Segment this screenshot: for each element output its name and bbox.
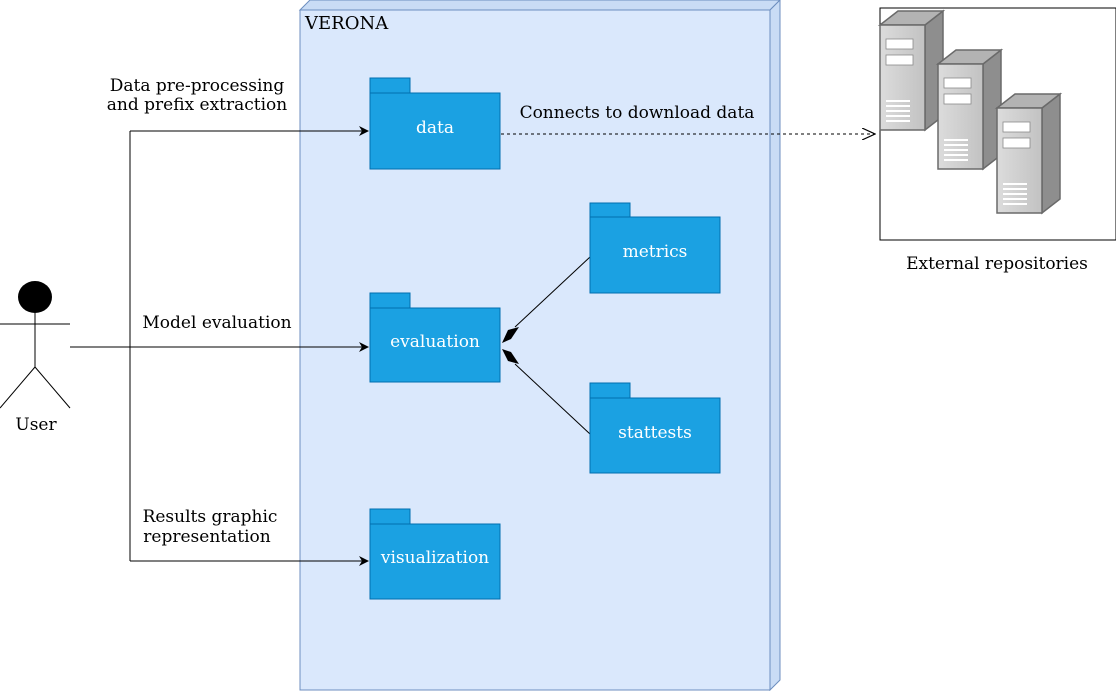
user-connectors	[70, 126, 369, 566]
model-evaluation-label: Model evaluation	[142, 313, 291, 333]
package-metrics-label: metrics	[623, 242, 688, 262]
external-repositories-node: External repositories	[877, 7, 1116, 274]
user-actor: User	[0, 281, 71, 435]
package-evaluation-label: evaluation	[390, 332, 480, 352]
preprocessing-label-line2: and prefix extraction	[107, 95, 288, 115]
composition-connectors	[502, 256, 591, 435]
server-tower-icon	[935, 48, 1004, 171]
composition-diamond-bottom	[502, 349, 519, 364]
preprocessing-label-line1: Data pre-processing	[110, 76, 285, 96]
external-repositories-label: External repositories	[906, 254, 1088, 274]
package-stattests-label: stattests	[618, 423, 692, 443]
results-label-line2: representation	[143, 527, 270, 547]
package-metrics[interactable]: metrics	[589, 202, 721, 294]
server-tower-icon	[994, 92, 1063, 215]
package-evaluation[interactable]: evaluation	[369, 292, 501, 383]
package-visualization[interactable]: visualization	[369, 508, 501, 600]
server-stack-icon	[877, 9, 1063, 215]
user-label: User	[15, 415, 57, 435]
download-label: Connects to download data	[520, 103, 755, 123]
server-tower-icon	[877, 9, 946, 132]
package-stattests[interactable]: stattests	[589, 382, 721, 474]
package-data-label: data	[416, 118, 454, 138]
stattests-composition-line	[514, 363, 591, 435]
metrics-composition-line	[514, 256, 591, 328]
actor-head-icon	[18, 281, 52, 313]
composition-diamond-top	[502, 327, 519, 343]
system-title: VERONA	[304, 13, 389, 34]
package-data[interactable]: data	[369, 77, 501, 170]
results-label-line1: Results graphic	[143, 507, 278, 527]
package-visualization-label: visualization	[380, 548, 489, 568]
